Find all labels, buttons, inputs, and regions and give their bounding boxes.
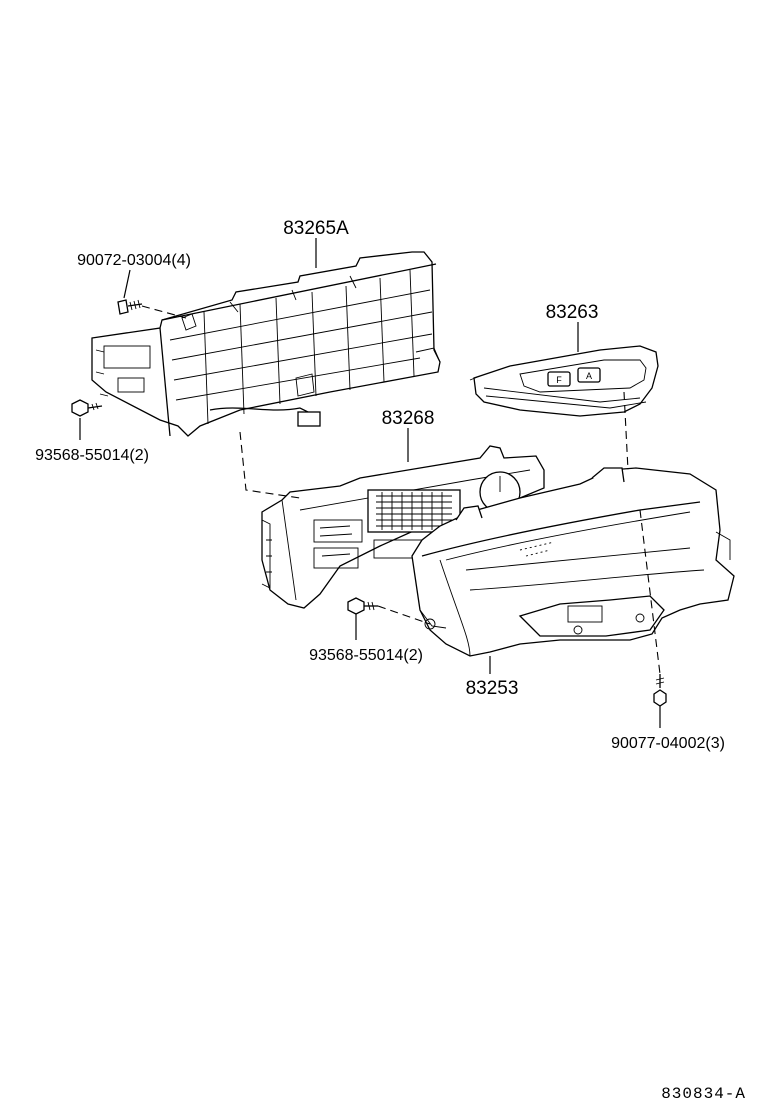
reference-code: 830834-A (661, 1085, 746, 1103)
label-83263: 83263 (546, 302, 599, 323)
svg-text:A: A (586, 371, 592, 381)
label-83268: 83268 (382, 408, 435, 429)
screw-right-icon (653, 674, 667, 707)
svg-text:F: F (556, 375, 562, 385)
label-83265A: 83265A (283, 218, 349, 239)
leader-lines (79, 238, 661, 728)
part-83253-cover (411, 467, 735, 657)
label-83253: 83253 (466, 678, 519, 699)
label-screw-mid: 93568-55014(2) (309, 647, 423, 664)
screw-mid-icon (347, 597, 378, 615)
screw-top-icon (117, 299, 143, 315)
label-screw-left: 93568-55014(2) (35, 447, 149, 464)
part-83268-gauge-assembly (261, 445, 545, 609)
label-screw-top: 90072-03004(4) (77, 252, 191, 269)
part-83265A-housing (91, 251, 441, 437)
part-83263-switch-panel: F A (469, 345, 659, 417)
screw-left-icon (71, 399, 103, 417)
assembly-lines (141, 305, 661, 675)
lcd-pattern (376, 492, 452, 530)
label-screw-right: 90077-04002(3) (611, 735, 725, 752)
